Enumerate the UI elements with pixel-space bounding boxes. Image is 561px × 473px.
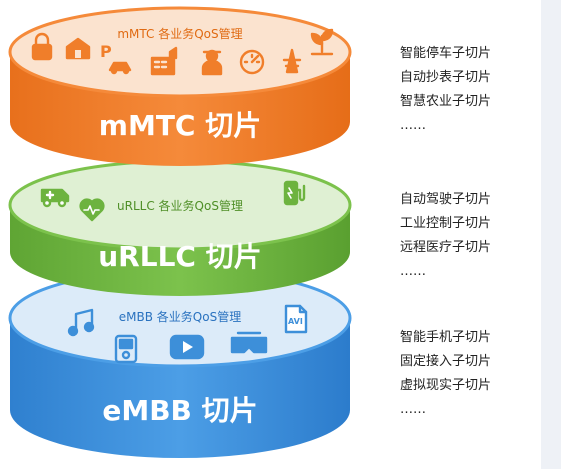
plant-icon bbox=[310, 28, 334, 56]
mmtc-slice-title: mMTC 切片 bbox=[98, 109, 262, 142]
play-button-icon bbox=[169, 334, 205, 360]
meter-icon bbox=[239, 49, 265, 75]
urllc-sub-slice-list: 自动驾驶子切片 工业控制子切片 远程医疗子切片 …… bbox=[400, 188, 535, 284]
list-item: 固定接入子切片 bbox=[400, 354, 492, 369]
list-item: 智能停车子切片 bbox=[400, 46, 492, 61]
urllc-slice-title: uRLLC 切片 bbox=[98, 240, 262, 273]
list-item: 虚拟现实子切片 bbox=[400, 378, 492, 393]
list-item: 智慧农业子切片 bbox=[400, 94, 492, 109]
list-item: 自动驾驶子切片 bbox=[400, 192, 492, 207]
embb-cylinder bbox=[8, 268, 352, 458]
house-icon bbox=[65, 37, 91, 60]
svg-text:AVI: AVI bbox=[288, 317, 303, 326]
list-item: …… bbox=[400, 264, 426, 279]
worker-icon bbox=[201, 49, 223, 76]
mmtc-qos-label: mMTC 各业务QoS管理 bbox=[117, 27, 243, 41]
list-item: 远程医疗子切片 bbox=[400, 240, 492, 255]
list-item: 智能手机子切片 bbox=[400, 330, 492, 345]
lock-icon bbox=[31, 32, 53, 61]
list-item: …… bbox=[400, 402, 426, 417]
list-item: …… bbox=[400, 118, 426, 133]
page-edge-panel bbox=[541, 0, 561, 469]
tower-icon bbox=[282, 48, 302, 74]
embb-sub-slice-list: 智能手机子切片 固定接入子切片 虚拟现实子切片 …… bbox=[400, 326, 535, 422]
heart-icon bbox=[79, 198, 105, 222]
svg-text:P: P bbox=[100, 42, 112, 61]
charging-station-icon bbox=[283, 180, 306, 206]
mmtc-cylinder bbox=[8, 6, 352, 166]
vr-headset-icon bbox=[230, 331, 268, 354]
music-note-icon bbox=[67, 308, 95, 337]
list-item: 自动抄表子切片 bbox=[400, 70, 492, 85]
embb-qos-label: eMBB 各业务QoS管理 bbox=[118, 310, 242, 324]
media-player-icon bbox=[114, 334, 138, 364]
urllc-qos-label: uRLLC 各业务QoS管理 bbox=[117, 199, 243, 213]
building-icon bbox=[150, 46, 178, 76]
list-item: 工业控制子切片 bbox=[400, 216, 492, 231]
urllc-cylinder bbox=[8, 159, 352, 296]
slice-cylinders: P bbox=[8, 6, 391, 458]
mmtc-sub-slice-list: 智能停车子切片 自动抄表子切片 智慧农业子切片 …… bbox=[400, 42, 535, 138]
embb-slice-title: eMBB 切片 bbox=[102, 394, 258, 427]
ambulance-icon bbox=[40, 188, 70, 208]
avi-file-icon: AVI bbox=[284, 304, 308, 334]
slice-stack-diagram: P bbox=[8, 6, 391, 458]
parking-car-icon: P bbox=[100, 42, 132, 75]
